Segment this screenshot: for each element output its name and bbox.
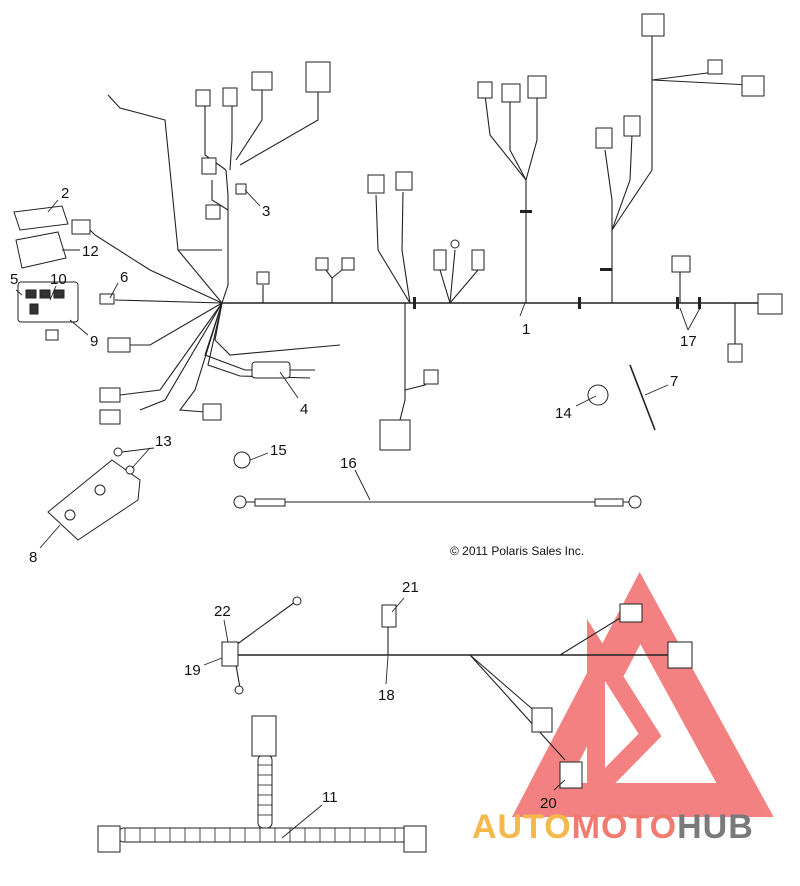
conduit-harness xyxy=(97,715,427,853)
fuse-sticker xyxy=(13,205,69,231)
watermark-auto: AUTO xyxy=(472,808,572,846)
callout-3: 3 xyxy=(262,203,270,220)
callout-4: 4 xyxy=(300,401,308,418)
callout-19: 19 xyxy=(184,662,201,679)
watermark-moto: MOTO xyxy=(572,808,677,846)
callout-10: 10 xyxy=(50,271,67,288)
svg-text:AUTOMOTOHUB: AUTOMOTOHUB xyxy=(472,808,754,846)
watermark: AUTOMOTOHUB xyxy=(472,808,754,846)
callout-1: 1 xyxy=(522,321,530,338)
secondary-harness xyxy=(221,596,693,789)
callout-13: 13 xyxy=(155,433,172,450)
callout-7: 7 xyxy=(670,373,678,390)
watermark-hub: HUB xyxy=(677,808,754,846)
copyright-text: © 2011 Polaris Sales Inc. xyxy=(450,544,584,558)
fuse-box xyxy=(17,281,79,323)
callout-22: 22 xyxy=(214,603,231,620)
callout-17: 17 xyxy=(680,333,697,350)
callout-20: 20 xyxy=(540,795,557,812)
main-harness xyxy=(13,13,783,541)
callout-16: 16 xyxy=(340,455,357,472)
callout-9: 9 xyxy=(90,333,98,350)
callout-15: 15 xyxy=(270,442,287,459)
callout-8: 8 xyxy=(29,549,37,566)
relay-block xyxy=(15,231,67,269)
callout-2: 2 xyxy=(61,185,69,202)
callout-21: 21 xyxy=(402,579,419,596)
leader-lines xyxy=(15,189,701,839)
callout-14: 14 xyxy=(555,405,572,422)
callout-labels: 1 2 3 4 5 6 7 8 9 10 11 12 13 14 15 16 1… xyxy=(10,185,697,812)
callout-6: 6 xyxy=(120,269,128,286)
callout-18: 18 xyxy=(378,687,395,704)
automotohub-logo-icon xyxy=(511,571,774,817)
callout-11: 11 xyxy=(322,789,338,806)
callout-5: 5 xyxy=(10,271,18,288)
callout-12: 12 xyxy=(82,243,99,260)
